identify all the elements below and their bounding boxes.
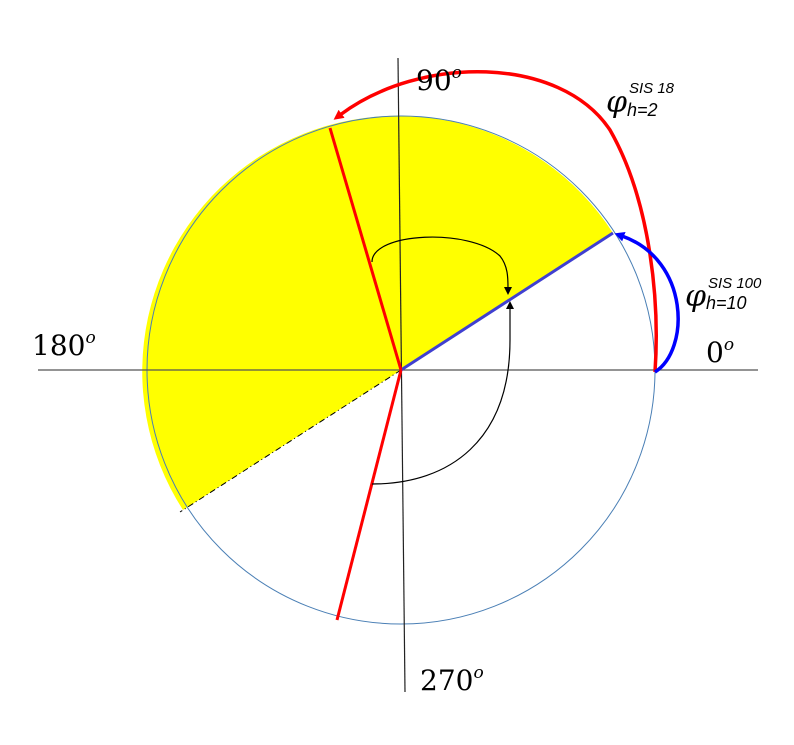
blue-phase-arrow [614, 231, 680, 374]
svg-text:φ: φ [606, 85, 627, 120]
vertical-axis [397, 57, 406, 693]
svg-text:SIS 18: SIS 18 [629, 80, 675, 97]
red-radius-upper [328, 127, 403, 371]
label-90: 90o [416, 63, 462, 97]
label-270: 270o [420, 663, 484, 697]
blue-phase-label: φ SIS 100 h=10 [685, 275, 762, 314]
sector-boundary-dashed [179, 369, 402, 513]
svg-text:h=10: h=10 [706, 293, 747, 313]
yellow-sector [142, 115, 613, 510]
black-arc-lower [371, 301, 514, 485]
black-arc-upper [371, 236, 512, 295]
red-phase-label: φ SIS 18 h=2 [606, 80, 675, 120]
label-180: 180o [32, 328, 96, 362]
svg-text:φ: φ [685, 279, 706, 314]
red-radius-lower [335, 369, 403, 621]
red-phase-arrow [333, 69, 658, 373]
svg-text:SIS 100: SIS 100 [708, 275, 762, 292]
label-0: 0o [706, 335, 734, 369]
svg-text:h=2: h=2 [627, 100, 658, 120]
